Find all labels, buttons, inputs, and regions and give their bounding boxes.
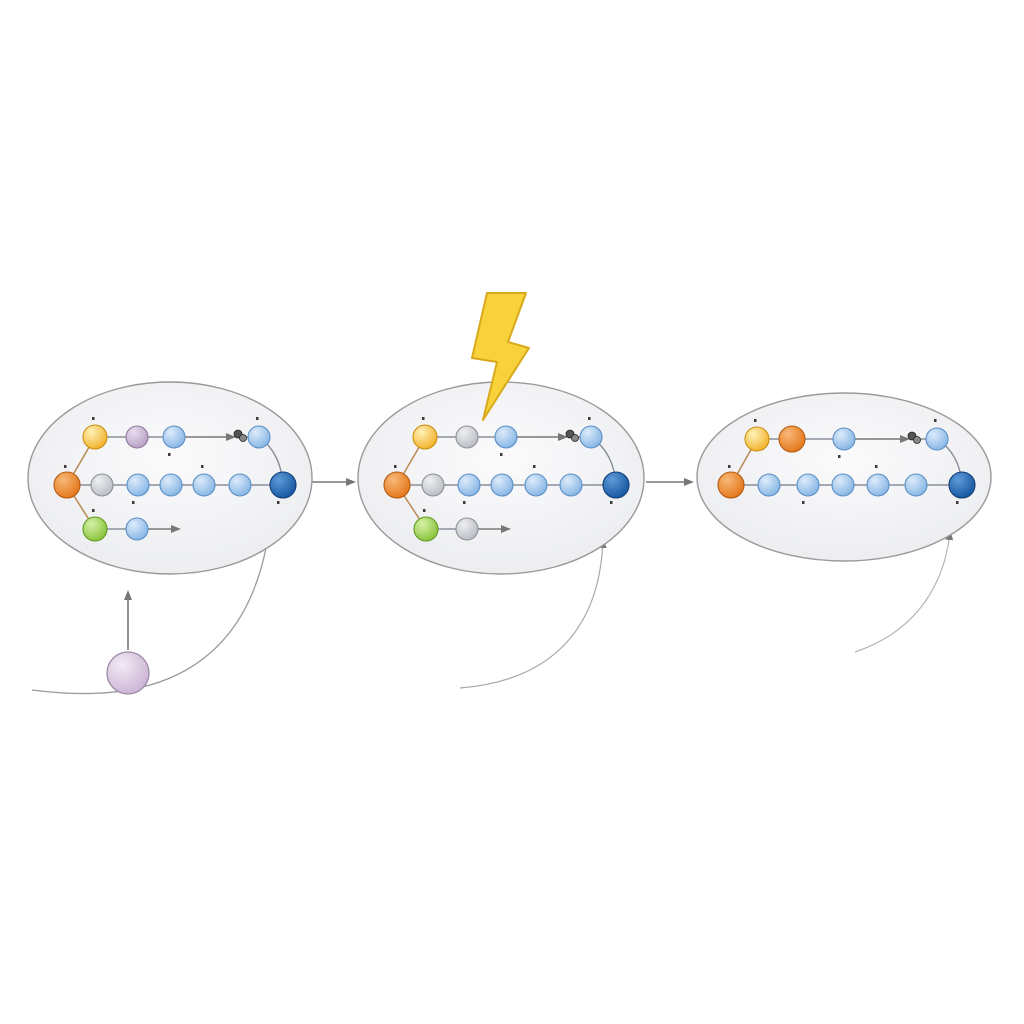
phosphate-cluster-icon bbox=[233, 429, 247, 442]
node-dark-blue bbox=[948, 471, 976, 499]
node-light-blue bbox=[228, 473, 252, 497]
node-light-blue bbox=[559, 473, 583, 497]
speck bbox=[934, 419, 937, 422]
node-dark-blue bbox=[602, 471, 630, 499]
speck bbox=[394, 465, 397, 468]
node-light-blue bbox=[866, 473, 890, 497]
speck bbox=[201, 465, 204, 468]
node-light-blue bbox=[162, 425, 186, 449]
node-orange bbox=[717, 471, 745, 499]
node-light-blue bbox=[126, 473, 150, 497]
feeder-curve-1 bbox=[31, 536, 271, 695]
phosphate-cluster-icon bbox=[907, 431, 921, 444]
node-gray bbox=[421, 473, 445, 497]
speck bbox=[875, 465, 878, 468]
node-light-blue bbox=[579, 425, 603, 449]
speck bbox=[132, 501, 135, 504]
node-gray bbox=[90, 473, 114, 497]
speck bbox=[802, 501, 805, 504]
panels-layer bbox=[27, 381, 992, 575]
node-light-blue bbox=[524, 473, 548, 497]
node-light-blue bbox=[925, 427, 949, 451]
incoming-node-icon bbox=[106, 651, 150, 695]
speck bbox=[92, 417, 95, 420]
pathway-nodes bbox=[53, 424, 297, 542]
molecule-specks bbox=[394, 417, 613, 512]
node-gray bbox=[455, 517, 479, 541]
speck bbox=[588, 417, 591, 420]
node-light-blue bbox=[125, 517, 149, 541]
speck bbox=[256, 417, 259, 420]
node-light-blue bbox=[490, 473, 514, 497]
feeder-lines bbox=[31, 530, 954, 695]
node-light-blue bbox=[904, 473, 928, 497]
node-yellow bbox=[744, 426, 770, 452]
speck bbox=[92, 509, 95, 512]
speck bbox=[423, 509, 426, 512]
feeder-curve-2 bbox=[459, 538, 607, 689]
pathway-nodes bbox=[383, 424, 630, 542]
node-purple bbox=[125, 425, 149, 449]
speck bbox=[838, 455, 841, 458]
speck bbox=[533, 465, 536, 468]
speck bbox=[610, 501, 613, 504]
molecule-specks bbox=[728, 419, 959, 504]
phosphate-cluster-icon bbox=[565, 429, 579, 442]
node-light-blue bbox=[159, 473, 183, 497]
node-light-blue bbox=[832, 427, 856, 451]
speck bbox=[168, 453, 171, 456]
node-orange bbox=[778, 425, 806, 453]
node-light-blue bbox=[796, 473, 820, 497]
node-green bbox=[82, 516, 108, 542]
node-light-blue bbox=[192, 473, 216, 497]
speck bbox=[728, 465, 731, 468]
speck bbox=[463, 501, 466, 504]
node-light-blue bbox=[831, 473, 855, 497]
node-green bbox=[413, 516, 439, 542]
node-dark-blue bbox=[269, 471, 297, 499]
node-light-blue bbox=[494, 425, 518, 449]
speck bbox=[956, 501, 959, 504]
node-yellow bbox=[412, 424, 438, 450]
feeder-curve-3 bbox=[854, 530, 954, 653]
node-orange bbox=[383, 471, 411, 499]
speck bbox=[64, 465, 67, 468]
speck bbox=[500, 453, 503, 456]
node-light-blue bbox=[457, 473, 481, 497]
node-orange bbox=[53, 471, 81, 499]
speck bbox=[754, 419, 757, 422]
lightning-bolt-icon bbox=[471, 292, 530, 421]
node-light-blue bbox=[247, 425, 271, 449]
stage-panel bbox=[357, 381, 645, 575]
node-gray bbox=[455, 425, 479, 449]
node-light-blue bbox=[757, 473, 781, 497]
speck bbox=[277, 501, 280, 504]
stage-panel bbox=[27, 381, 313, 575]
speck bbox=[422, 417, 425, 420]
node-yellow bbox=[82, 424, 108, 450]
pathway-nodes bbox=[717, 425, 976, 499]
molecule-specks bbox=[64, 417, 280, 512]
stage-panel bbox=[696, 392, 992, 562]
